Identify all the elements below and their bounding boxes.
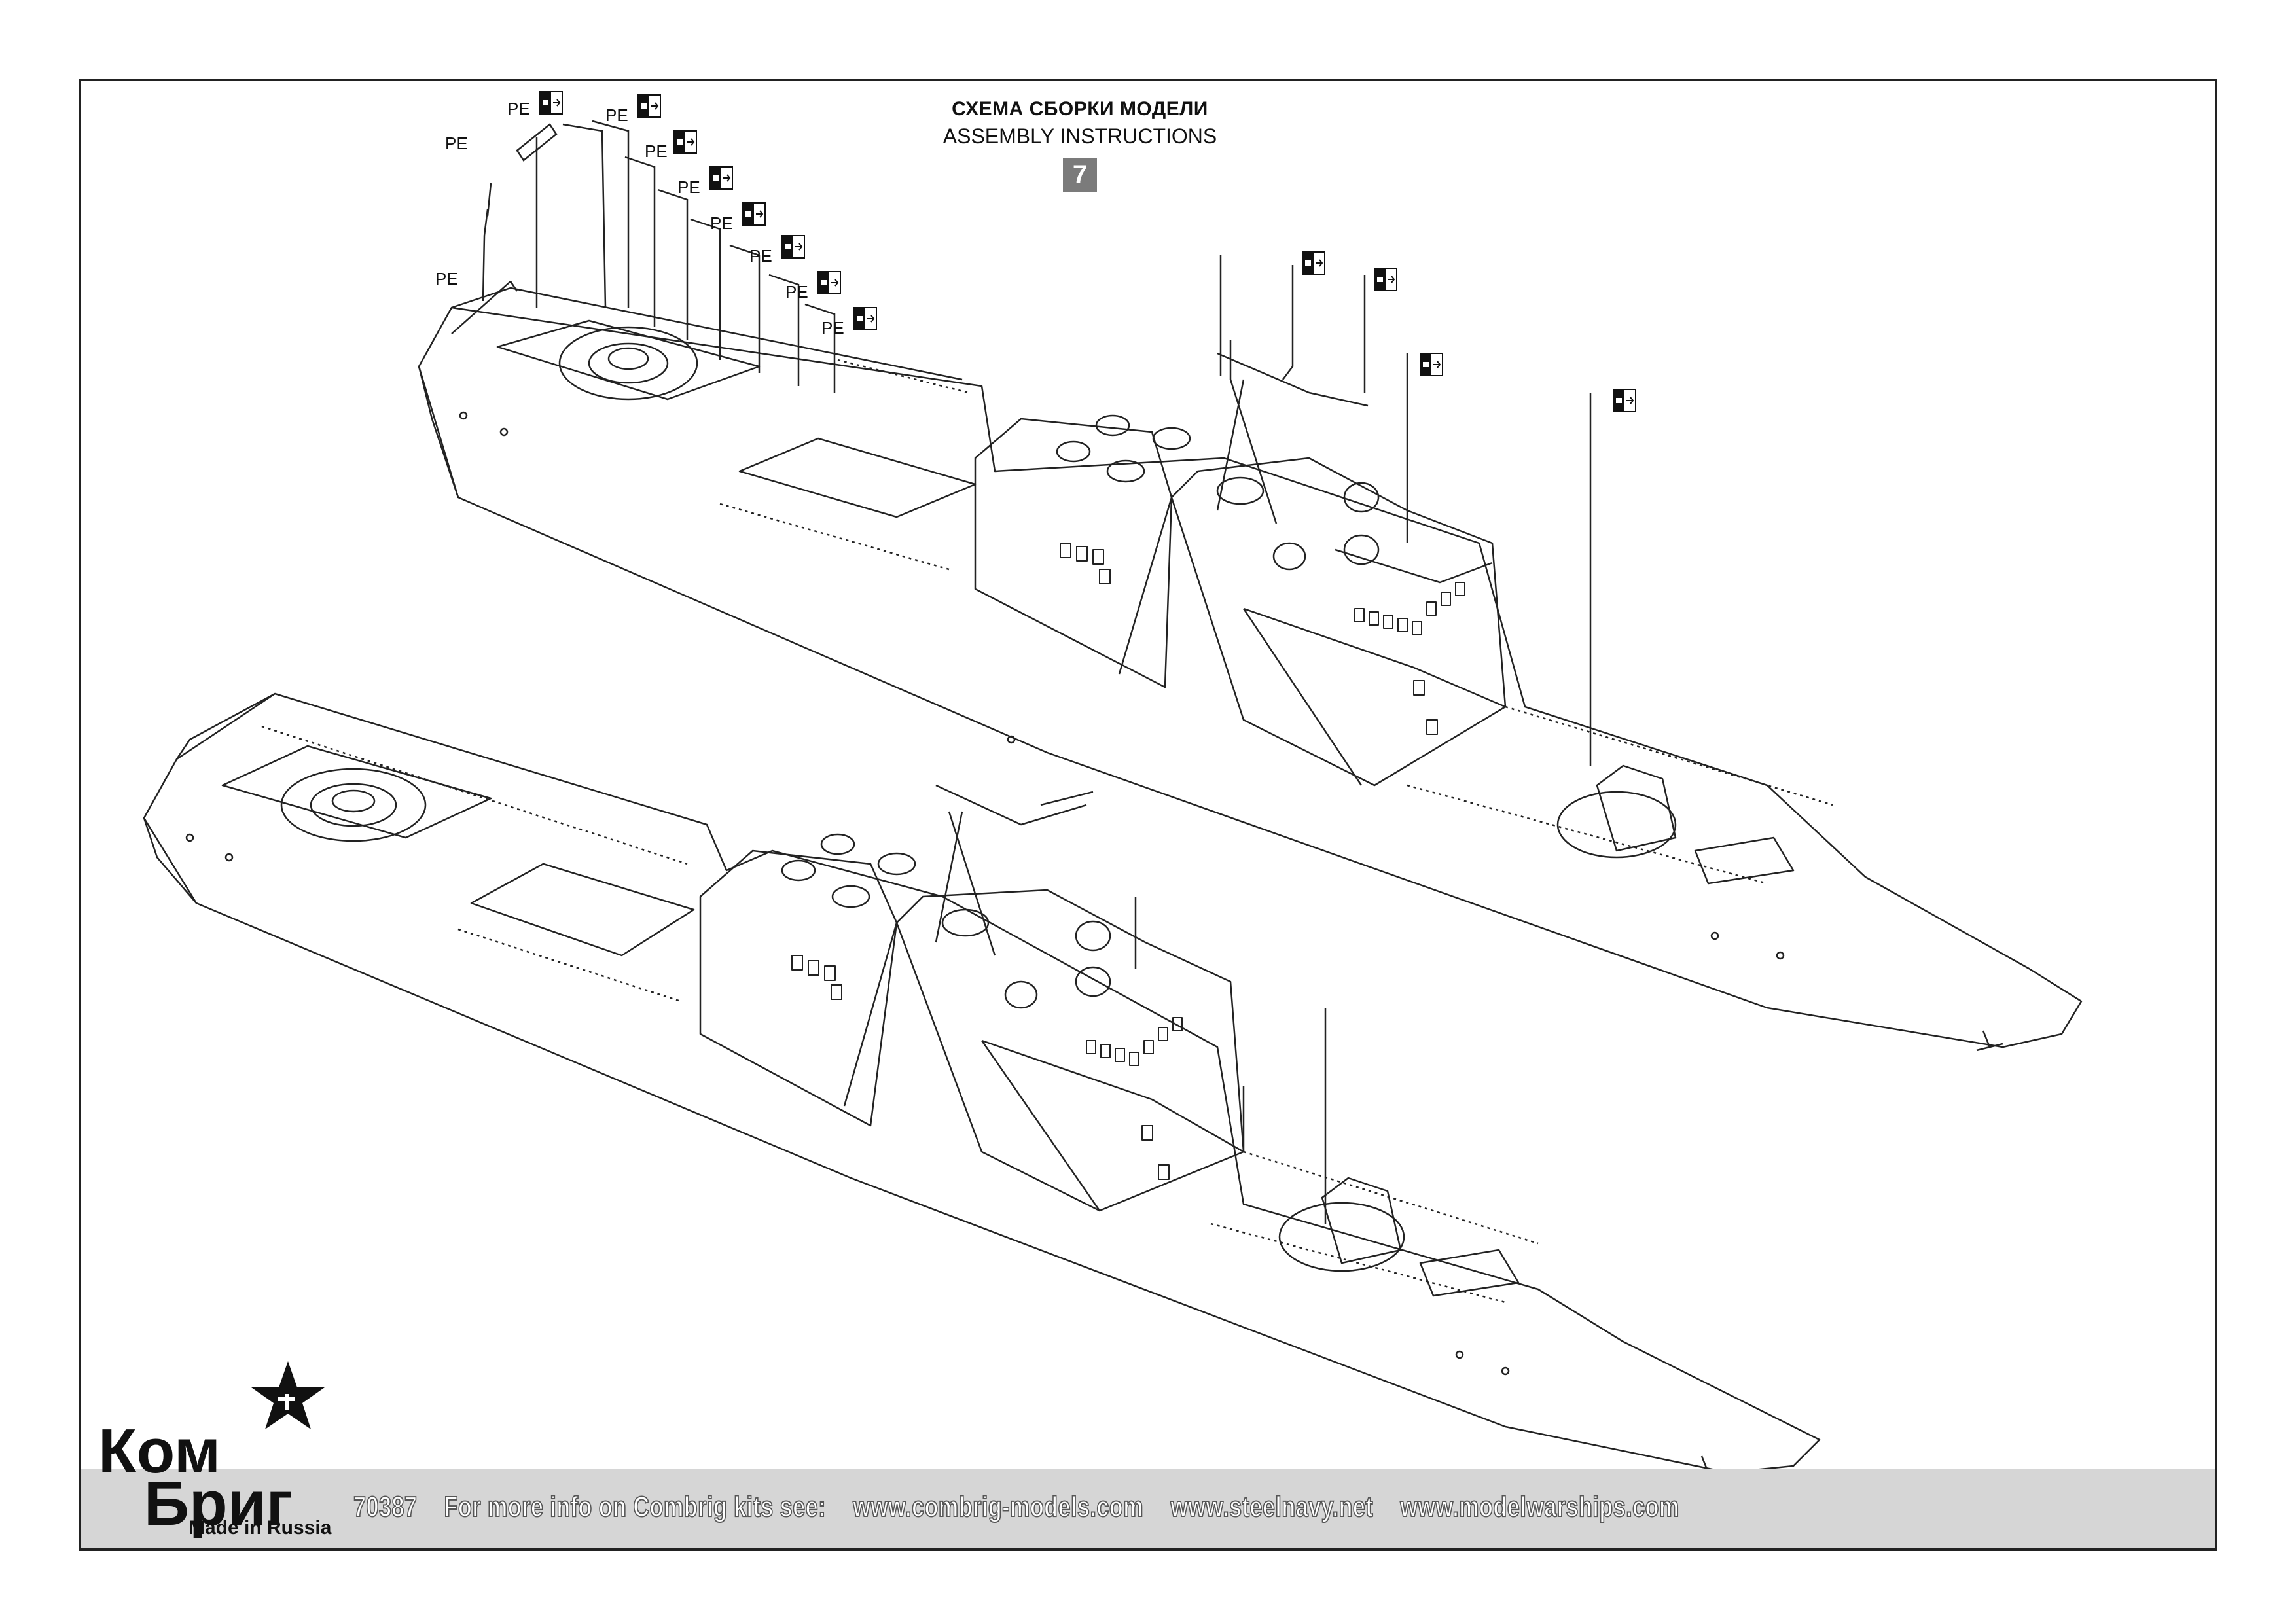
step-number-badge: 7 <box>1063 158 1097 192</box>
photo-etch-part-icon <box>539 91 563 115</box>
photo-etch-part-icon <box>1613 389 1636 412</box>
pe-parts-group <box>451 120 1592 766</box>
pe-label-6: PE <box>677 177 700 197</box>
photo-etch-part-icon <box>709 166 733 190</box>
pe-label-7: PE <box>710 213 733 233</box>
kit-number: 70387 <box>353 1490 418 1524</box>
star-emblem-icon <box>251 1361 325 1429</box>
pe-label-3: PE <box>507 99 530 118</box>
title-russian: СХЕМА СБОРКИ МОДЕЛИ <box>952 98 1208 120</box>
logo-line-2: Бриг <box>144 1469 293 1539</box>
lower-ship-drawing <box>143 692 1821 1477</box>
photo-etch-part-icon <box>1374 268 1397 291</box>
link-modelwarships[interactable]: www.modelwarships.com <box>1399 1490 1679 1524</box>
pe-label-4: PE <box>605 105 628 125</box>
photo-etch-part-icon <box>742 202 766 226</box>
pe-label-5: PE <box>645 141 668 161</box>
instruction-sheet <box>79 79 2217 1551</box>
link-steelnavy[interactable]: www.steelnavy.net <box>1170 1490 1374 1524</box>
pe-label-1: PE <box>445 134 468 153</box>
photo-etch-part-icon <box>1420 353 1443 376</box>
pe-label-8: PE <box>749 246 772 266</box>
photo-etch-part-icon <box>1302 251 1325 275</box>
link-combrig[interactable]: www.combrig-models.com <box>852 1490 1144 1524</box>
photo-etch-part-icon <box>637 94 661 118</box>
photo-etch-part-icon <box>853 307 877 330</box>
upper-ship-drawing <box>418 287 2083 1052</box>
footer-band <box>81 1469 2215 1548</box>
footer-info: 70387 For more info on Combrig kits see:… <box>353 1484 1700 1530</box>
logo-line-1: Ком <box>98 1416 221 1486</box>
combrig-logo: Ком Бриг <box>98 1361 325 1539</box>
info-text: For more info on Combrig kits see: <box>444 1490 827 1524</box>
pe-label-2: PE <box>435 269 458 289</box>
pe-label-9: PE <box>785 282 808 302</box>
pe-labels: PE PE PE PE PE PE PE PE PE PE <box>435 99 844 338</box>
photo-etch-part-icon <box>673 130 697 154</box>
sheet-header: СХЕМА СБОРКИ МОДЕЛИ ASSEMBLY INSTRUCTION… <box>851 98 1309 192</box>
pe-part-icons <box>539 91 1636 412</box>
title-english: ASSEMBLY INSTRUCTIONS <box>942 124 1217 148</box>
photo-etch-part-icon <box>781 235 805 259</box>
photo-etch-part-icon <box>817 271 841 294</box>
made-in-russia: Made in Russia <box>188 1517 332 1539</box>
pe-label-10: PE <box>821 318 844 338</box>
